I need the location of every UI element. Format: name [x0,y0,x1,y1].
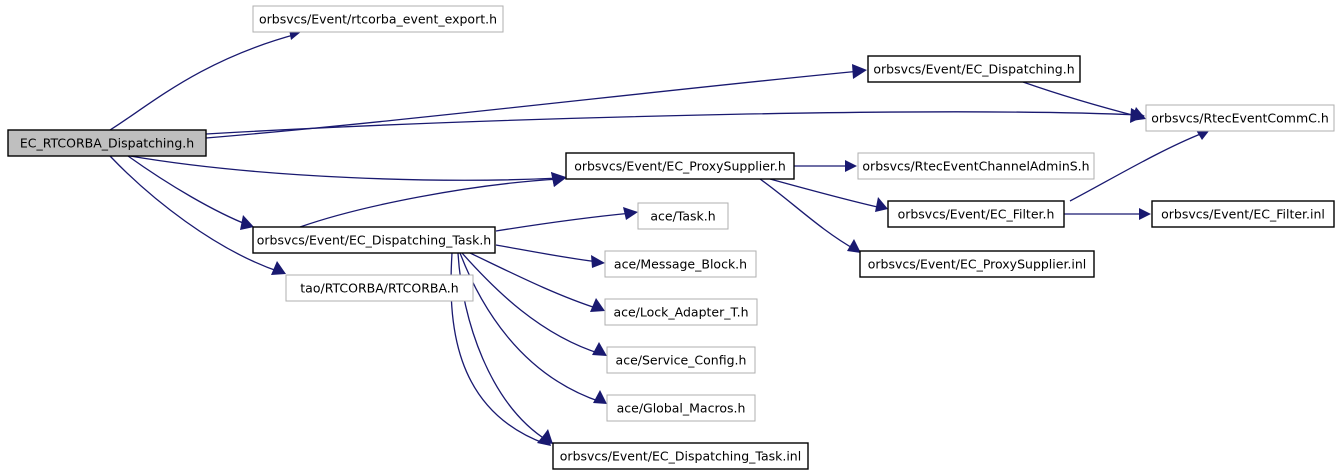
edge-ec_disp_task-to-ec_proxysupplier [299,172,566,228]
edge-ec_disp_task-to-ace_task [495,207,638,232]
edge-ec_disp_task-to-ace_lock_adapter [469,252,605,312]
edge-ec_dispatching-to-rtec_event_comm [1022,81,1146,121]
node-label: EC_RTCORBA_Dispatching.h [20,136,194,151]
node-box[interactable] [606,394,756,422]
arrowhead-icon [590,298,605,312]
node-ace_message_block[interactable]: ace/Message_Block.h [604,250,757,278]
node-ace_lock_adapter[interactable]: ace/Lock_Adapter_T.h [604,298,758,326]
node-box[interactable] [604,250,757,278]
node-box[interactable] [867,55,1081,83]
node-box[interactable] [252,5,504,33]
arrowhead-icon [537,431,551,446]
arrowhead-icon [847,239,861,253]
node-rtcorba_export[interactable]: orbsvcs/Event/rtcorba_event_export.h [252,5,504,33]
node-box[interactable] [606,346,756,374]
node-root[interactable]: EC_RTCORBA_Dispatching.h [7,129,207,157]
node-ace_global_macros[interactable]: ace/Global_Macros.h [606,394,756,422]
node-label: tao/RTCORBA/RTCORBA.h [300,281,458,296]
arrowhead-icon [593,390,607,404]
node-ec_filter_inl[interactable]: orbsvcs/Event/EC_Filter.inl [1151,200,1335,228]
edge-ec_filter-to-ec_filter_inl [1064,208,1151,220]
arrowhead-icon [271,261,286,275]
edge-ec_proxysupplier-to-ec_filter [769,178,888,212]
node-box[interactable] [604,298,758,326]
node-rtec_event_comm[interactable]: orbsvcs/RtecEventCommC.h [1145,104,1335,132]
node-label: orbsvcs/Event/EC_Dispatching.h [873,62,1074,77]
node-label: ace/Task.h [650,209,715,224]
edges-layer [109,24,1209,446]
arrowhead-icon [852,64,867,79]
arrowhead-icon [623,207,638,220]
edge-ec_proxysupplier-to-rtec_admin [794,160,857,172]
edge-root-to-rtec_event_comm [205,108,1145,135]
node-box[interactable] [552,442,809,470]
node-box[interactable] [1151,200,1335,228]
node-label: orbsvcs/Event/EC_ProxySupplier.inl [868,257,1087,272]
node-label: orbsvcs/Event/EC_Filter.h [898,207,1055,222]
node-ec_dispatching[interactable]: orbsvcs/Event/EC_Dispatching.h [867,55,1081,83]
arrowhead-icon [875,197,888,212]
node-box[interactable] [252,226,496,254]
node-box[interactable] [7,129,207,157]
node-label: ace/Service_Config.h [616,353,747,368]
edge-ec_disp_task-to-ace_message_block [495,244,605,268]
node-label: orbsvcs/Event/EC_Dispatching_Task.h [257,233,491,248]
nodes-layer: EC_RTCORBA_Dispatching.h orbsvcs/Event/rt… [7,5,1335,470]
node-label: ace/Message_Block.h [614,257,747,272]
node-ec_filter[interactable]: orbsvcs/Event/EC_Filter.h [887,200,1065,228]
node-label: orbsvcs/RtecEventChannelAdminS.h [862,159,1089,174]
node-ec_disp_task[interactable]: orbsvcs/Event/EC_Dispatching_Task.h [252,226,496,254]
node-label: orbsvcs/Event/EC_Filter.inl [1161,207,1325,222]
edge-root-to-ec_dispatching [205,64,867,139]
node-label: orbsvcs/Event/rtcorba_event_export.h [259,12,497,27]
node-ec_proxysupplier[interactable]: orbsvcs/Event/EC_ProxySupplier.h [565,152,795,180]
node-ec_disp_task_inl[interactable]: orbsvcs/Event/EC_Dispatching_Task.inl [552,442,809,470]
node-box[interactable] [1145,104,1335,132]
node-box[interactable] [285,274,474,302]
arrowhead-icon [591,255,605,268]
node-box[interactable] [887,200,1065,228]
node-rtec_admin[interactable]: orbsvcs/RtecEventChannelAdminS.h [857,152,1095,180]
arrowhead-icon [551,172,566,187]
edge-root-to-rtcorba_export [109,24,302,131]
node-ace_task[interactable]: ace/Task.h [637,202,729,230]
node-label: orbsvcs/Event/EC_Dispatching_Task.inl [560,449,801,464]
node-box[interactable] [859,250,1095,278]
edge-root-to-tao_rtcorba [109,155,286,275]
edge-root-to-ec_disp_task [127,155,254,230]
arrowhead-icon [592,342,607,356]
arrowhead-icon [1131,107,1146,121]
edge-root-to-ec_proxysupplier [129,155,566,187]
node-box[interactable] [565,152,795,180]
arrowhead-icon [845,160,857,172]
edge-ec_proxysupplier-to-ec_proxy_inl [759,178,861,253]
node-ace_service_cfg[interactable]: ace/Service_Config.h [606,346,756,374]
node-box[interactable] [857,152,1095,180]
arrowhead-icon [240,215,254,230]
edge-ec_disp_task-to-ace_service_cfg [461,252,607,356]
arrowhead-icon [1139,208,1151,220]
node-box[interactable] [637,202,729,230]
node-label: orbsvcs/Event/EC_ProxySupplier.h [574,159,786,174]
node-ec_proxy_inl[interactable]: orbsvcs/Event/EC_ProxySupplier.inl [859,250,1095,278]
edge-ec_disp_task-to-ace_global_macros [459,252,607,404]
node-label: ace/Lock_Adapter_T.h [613,305,748,320]
node-label: ace/Global_Macros.h [617,401,746,416]
node-tao_rtcorba[interactable]: tao/RTCORBA/RTCORBA.h [285,274,474,302]
node-label: orbsvcs/RtecEventCommC.h [1151,111,1329,126]
